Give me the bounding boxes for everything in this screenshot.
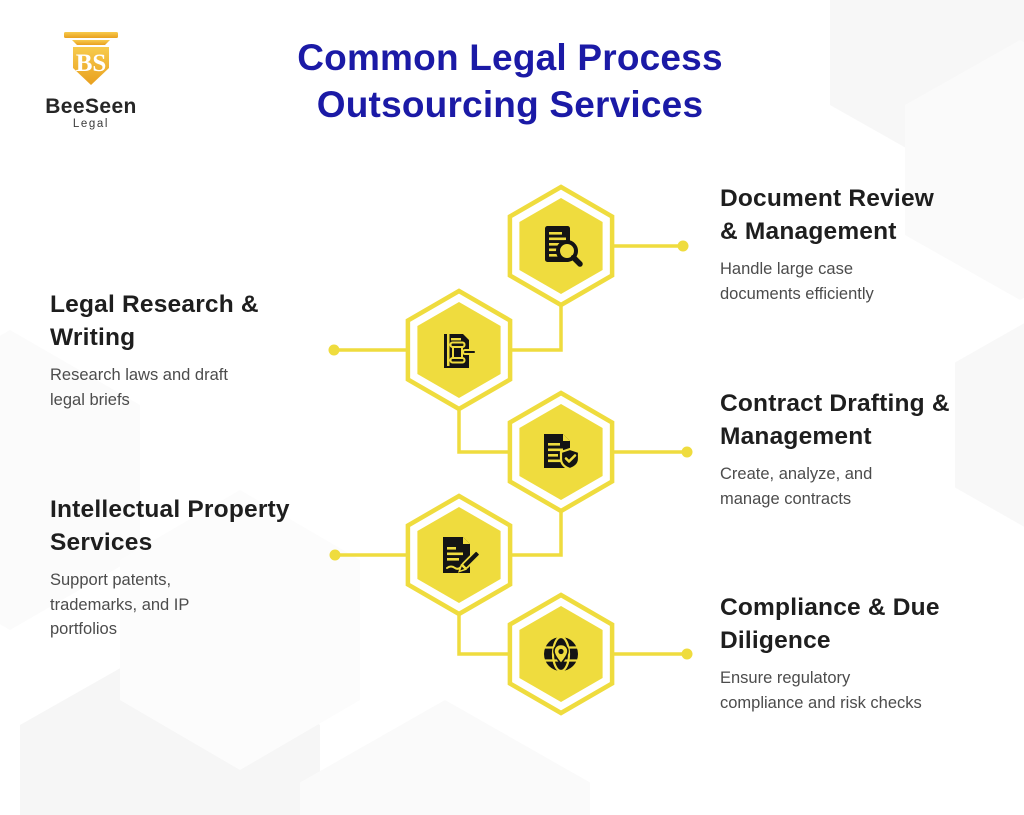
connector-dot	[329, 549, 341, 561]
connector-elbow-2-3	[457, 409, 510, 454]
brand-name: BeeSeen	[45, 95, 137, 118]
globe-pin-icon	[544, 635, 578, 673]
service-desc-line: Support patents,	[50, 571, 172, 589]
svg-text:BS: BS	[76, 50, 107, 77]
service-desc-line: portfolios	[50, 620, 117, 638]
service-text-document-review: Document Review & Management Handle larg…	[720, 182, 1020, 306]
service-text-contract-drafting: Contract Drafting & Management Create, a…	[720, 387, 1020, 511]
service-desc-line: Create, analyze, and	[720, 465, 873, 483]
shield-bs-column-logo-icon: BS	[64, 32, 118, 85]
hexagon-legal-research	[403, 286, 515, 414]
service-title-line: Document Review	[720, 185, 935, 212]
brand-sub: Legal	[72, 118, 110, 130]
connector-dot	[677, 240, 689, 252]
service-desc-line: legal briefs	[50, 390, 130, 409]
service-title: Intellectual Property Services	[50, 493, 350, 559]
page-title-line2: Outsourcing Services	[316, 84, 704, 125]
connector-elbow-3-4	[510, 511, 563, 557]
service-title: Legal Research & Writing	[50, 288, 350, 354]
service-desc-line: Research laws and draft	[50, 366, 228, 384]
service-description: Support patents, trademarks, and IP port…	[50, 568, 350, 642]
service-description: Handle large case documents efficiently	[720, 257, 1020, 306]
service-text-legal-research: Legal Research & Writing Research laws a…	[50, 288, 350, 412]
page-title-line1: Common Legal Process	[297, 37, 723, 78]
service-text-ip-services: Intellectual Property Services Support p…	[50, 493, 350, 642]
page-title: Common Legal Process Outsourcing Service…	[240, 34, 780, 128]
document-gavel-icon	[444, 332, 477, 368]
service-title-line: Compliance & Due	[720, 594, 940, 621]
connector-elbow-4-5	[457, 614, 510, 656]
service-description: Ensure regulatory compliance and risk ch…	[720, 666, 1020, 715]
document-search-icon	[545, 226, 583, 267]
service-desc-line: documents efficiently	[720, 284, 874, 303]
service-title-line: Intellectual Property	[50, 496, 290, 523]
service-desc-line: manage contracts	[720, 489, 852, 508]
service-desc-line: Handle large case	[720, 260, 853, 278]
service-description: Research laws and draft legal briefs	[50, 363, 350, 412]
document-pen-icon	[443, 537, 481, 573]
service-title-line: Contract Drafting &	[720, 390, 950, 417]
hexagon-contract-drafting	[505, 388, 617, 516]
connector-dot	[328, 344, 340, 356]
service-title: Contract Drafting & Management	[720, 387, 1020, 453]
hexagon-ip-services	[403, 491, 515, 619]
brand-logo: BS BeeSeen Legal	[36, 30, 146, 131]
service-title-line: & Management	[720, 218, 897, 245]
hexagon-document-review	[505, 182, 617, 310]
service-desc-line: trademarks, and IP	[50, 595, 190, 614]
service-title-line: Diligence	[720, 627, 831, 654]
connector-dot	[681, 446, 693, 458]
service-desc-line: Ensure regulatory	[720, 669, 851, 687]
service-title-line: Writing	[50, 324, 136, 351]
service-title-line: Management	[720, 423, 872, 450]
service-title-line: Services	[50, 529, 153, 556]
service-title-line: Legal Research &	[50, 291, 259, 318]
service-title: Compliance & Due Diligence	[720, 591, 1020, 657]
service-desc-line: compliance and risk checks	[720, 693, 922, 712]
service-description: Create, analyze, and manage contracts	[720, 462, 1020, 511]
connector-elbow-1-2	[510, 305, 563, 352]
document-shield-check-icon	[544, 434, 581, 471]
service-title: Document Review & Management	[720, 182, 1020, 248]
service-text-compliance: Compliance & Due Diligence Ensure regula…	[720, 591, 1020, 715]
hexagon-compliance	[505, 590, 617, 718]
connector-dot	[681, 648, 693, 660]
